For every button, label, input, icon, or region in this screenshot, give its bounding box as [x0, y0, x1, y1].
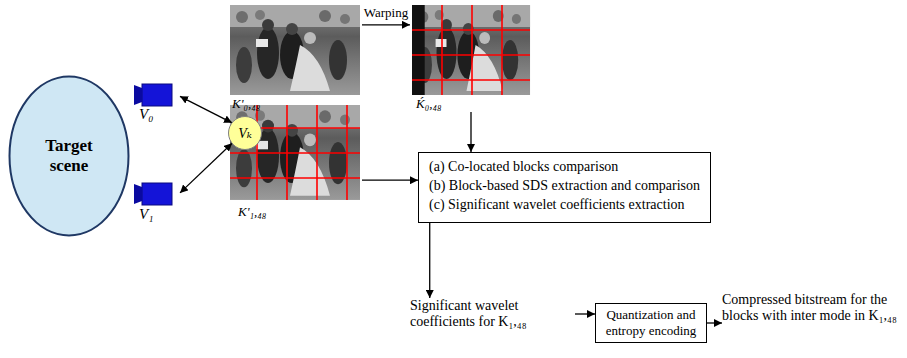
step-text: (a) Co-located blocks comparison [429, 159, 700, 175]
node-label: Quantization and entropy encoding [600, 307, 702, 339]
image-frame: K'₁,₄₈ [228, 103, 362, 220]
block-grid [412, 5, 530, 95]
node-label: K'₀,₄₈ [228, 96, 362, 112]
ellipse-outline [10, 77, 129, 236]
arrow-connector [180, 143, 232, 193]
image-frame: K'₀,₄₈ [228, 3, 362, 112]
process-box: Quantization and entropy encoding [595, 303, 707, 343]
photo-left-view [230, 5, 360, 95]
arrow-connector [180, 96, 232, 122]
arrow-connector [470, 112, 471, 152]
arrow-connector [362, 24, 410, 25]
node-label: V₁ [130, 206, 180, 223]
camera-symbol [134, 84, 172, 106]
output-text: Compressed bitstream for the blocks with… [722, 292, 902, 324]
arrow-connector [362, 180, 418, 181]
spacer [130, 180, 180, 206]
virtual-view-circle: Vₖ [228, 116, 262, 150]
spacer [130, 82, 180, 106]
node-label: Ḱ₀,₄₈ [410, 96, 532, 112]
node-label: Significant wavelet coefficients for K₁,… [410, 298, 575, 330]
image-frame: Ḱ₀,₄₈ [410, 3, 532, 112]
edge-label: Warping [363, 5, 409, 21]
step-text: (c) Significant wavelet coefficients ext… [429, 197, 700, 213]
arrow-connector [707, 322, 722, 323]
camera-node: V₁ [130, 180, 180, 223]
step-text: (b) Block-based SDS extraction and compa… [429, 178, 700, 194]
scene-ellipse: Target scene [8, 75, 130, 237]
photo-warped-view [412, 5, 530, 95]
camera-node: V₀ [130, 82, 180, 123]
node-label: V₀ [130, 106, 180, 123]
node-label: Target scene [29, 136, 109, 176]
arrow-connector [429, 223, 430, 298]
node-label: Vₖ [238, 125, 252, 142]
output-text: Significant wavelet coefficients for K₁,… [410, 298, 575, 330]
spacer [228, 103, 362, 204]
node-label: K'₁,₄₈ [228, 204, 362, 220]
arrow-connector [575, 313, 595, 314]
spacer [410, 3, 532, 96]
node-label: Compressed bitstream for the blocks with… [722, 292, 902, 324]
process-box: (a) Co-located blocks comparison (b) Bloc… [418, 152, 711, 223]
spacer [228, 3, 362, 96]
camera-symbol [134, 183, 172, 205]
